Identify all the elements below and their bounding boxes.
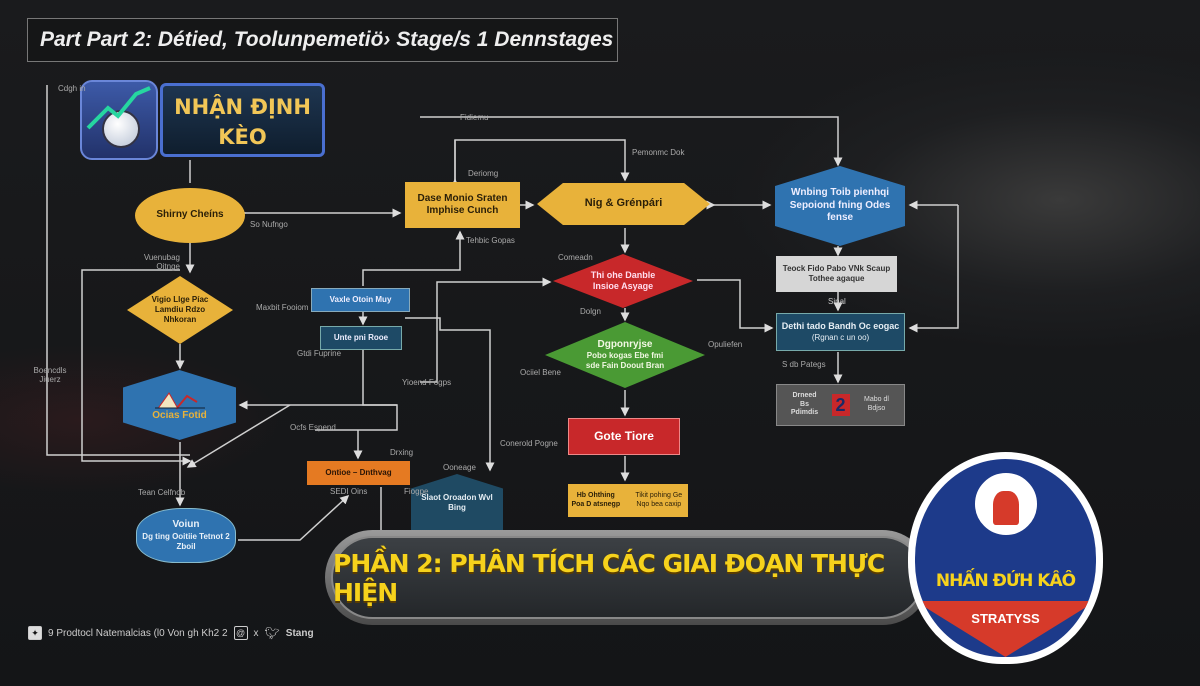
footer: ✦ 9 Prodtocl Natemalcias (l0 Von gh Kh2 … (28, 626, 314, 640)
gray-box-node: Drneed Bs Pdimdis 2 Mabo dl Bdjso (776, 384, 905, 426)
edge-label: Ociiel Bene (520, 368, 561, 377)
footer-tail: Stang (285, 627, 314, 639)
edge-label: Tean Celfnob (138, 488, 186, 497)
edge-label: Fidiemu (460, 113, 489, 122)
page-title: Part Part 2: Détied, Toolunpemetiö› Stag… (27, 18, 618, 62)
gray-box-right: Mabo dl Bdjso (864, 396, 889, 412)
edge-label: Yioend Fogps (402, 378, 452, 387)
threads-icon[interactable]: @ (233, 626, 248, 640)
dark-small-box-node: Unte pni Rooe (320, 326, 402, 350)
white-box-node: Teock Fido Pabo VNk Scaup Tothee agaque (776, 256, 897, 292)
edge-label: Boencdls Jiuerz (33, 366, 67, 384)
edge-label: Drxing (390, 448, 414, 457)
line-chart-icon (154, 391, 205, 410)
edge-label: Dolgn (580, 307, 601, 316)
edge-label: Tehbic Gopas (466, 236, 515, 245)
footer-text: 9 Prodtocl Natemalcias (l0 Von gh Kh2 2 (48, 627, 228, 639)
edge-label: Ooneage (443, 463, 476, 472)
soccer-ball-chart-icon (80, 80, 158, 160)
yellow-bottom-right: Tikit pohing Ge Nqo bea caxip (635, 491, 683, 508)
red-rect-node: Gote Tiore (568, 418, 680, 455)
edge-label: Vuenubag Oitnge (143, 253, 180, 271)
cloud-node: Voiun Dg ting Ooitiie Tetnot 2 Zboil (136, 508, 236, 563)
dark-box-node: Dethi tado Bandh Oc eogac (Rgnan c un oo… (776, 313, 905, 351)
green-diamond-title: Dgponryjse (597, 338, 653, 350)
ellipse-node: Shirny Cheíns (135, 188, 245, 243)
edge-label: Pemonmc Dok (632, 148, 685, 157)
yellow-bottom-left: Hb Ohthing Poa D atsnegp (571, 491, 621, 508)
gray-box-left: Drneed Bs Pdimdis (790, 391, 819, 417)
cloud-body: Dg ting Ooitiie Tetnot 2 Zboil (142, 531, 230, 551)
edge-label: SEDI Oins (330, 487, 368, 496)
yellow-hex-node: Nig & Grénpári (537, 183, 710, 225)
section-banner: PHẦN 2: PHÂN TÍCH CÁC GIAI ĐOẠN THỰC HIỆ… (325, 530, 930, 625)
blue-hex-left-label: Ocias Fotid (152, 409, 207, 421)
nhan-dinh-keo-logo: NHẬN ĐỊNH KÈO (75, 75, 330, 165)
edge-label: Comeadn (558, 253, 593, 262)
dark-box-title: Dethi tado Bandh Oc eogac (781, 321, 900, 332)
number-badge: 2 (831, 394, 850, 416)
dark-box-sub: (Rgnan c un oo) (811, 332, 870, 342)
shield-logo: NHẤN ĐỨH KÂÔ STRATYSS (908, 452, 1103, 664)
green-diamond-body: Pobo kogas Ebe fmi sde Fain Doout Bran (585, 351, 665, 371)
edge-label: Cdgh in (58, 84, 86, 93)
orange-box-node: Ontioe – Dnthvag (307, 461, 410, 485)
footer-x: x (253, 627, 259, 639)
logo-line-2: KÈO (218, 125, 267, 149)
edge-label: Sinal (828, 297, 846, 306)
blue-hex-node: Wnbing Toib pienhqi Sepoiond fning Odes … (775, 166, 905, 246)
shield-name: NHẤN ĐỨH KÂÔ (935, 571, 1076, 591)
edge-label: Gtdi Fuprine (297, 349, 342, 358)
edge-label: So Nufngo (250, 220, 288, 229)
blue-box-node: Vaxle Otoin Muy (311, 288, 410, 312)
yellow-bottom-node: Hb Ohthing Poa D atsnegp Tikit pohing Ge… (568, 484, 688, 517)
edge-label: Maxbit Fooiom (256, 303, 309, 312)
edge-label: Ocfs Espend (290, 423, 336, 432)
mascot-icon (971, 469, 1041, 539)
edge-label: Opuliefen (708, 340, 743, 349)
banner-text: PHẦN 2: PHÂN TÍCH CÁC GIAI ĐOẠN THỰC HIỆ… (331, 536, 924, 619)
edge-label: Conerold Pogne (500, 439, 558, 448)
edge-label: S db Pategs (782, 360, 826, 369)
edge-label: Fiogpe (404, 487, 429, 496)
edge-label: Deriomg (468, 169, 499, 178)
bird-logo-icon: ✦ (28, 626, 42, 640)
logo-line-1: NHẬN ĐỊNH (174, 95, 311, 119)
cloud-title: Voiun (172, 519, 200, 531)
yellow-rect-node: Dase Monio Sraten Imphise Cunch (405, 182, 520, 228)
twitter-icon[interactable]: 🐦︎ (264, 626, 280, 640)
